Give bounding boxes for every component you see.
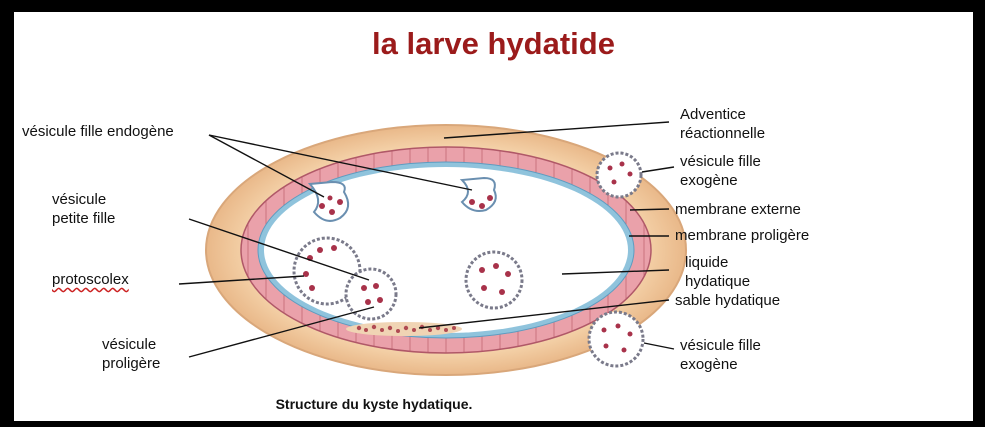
label-line: vésicule <box>102 335 160 354</box>
label-vesicule-fille-endogene: vésicule fille endogène <box>22 122 174 141</box>
label-line: liquide <box>685 253 750 272</box>
label-adventice: Adventice réactionnelle <box>680 105 765 143</box>
label-membrane-proligere: membrane proligère <box>675 226 809 245</box>
sable-hydatique-deposit <box>346 322 462 336</box>
label-protoscolex: protoscolex <box>52 270 129 289</box>
label-vesicule-fille-exogene-top: vésicule fille exogène <box>680 152 761 190</box>
label-liquide-hydatique: liquide hydatique <box>685 253 750 291</box>
vesicule-fille-endogene-right <box>462 178 496 211</box>
label-vesicule-proligere: vésicule proligère <box>102 335 160 373</box>
label-vesicule-fille-exogene-bottom: vésicule fille exogène <box>680 336 761 374</box>
label-line: vésicule fille <box>680 336 761 355</box>
label-line: vésicule <box>52 190 115 209</box>
label-membrane-externe: membrane externe <box>675 200 801 219</box>
label-line: exogène <box>680 355 761 374</box>
vesicule-fille-interne-center <box>466 252 522 308</box>
label-vesicule-petite-fille: vésicule petite fille <box>52 190 115 228</box>
diagram-frame: la larve hydatide vésicule fille endogèn… <box>14 12 973 421</box>
label-line: exogène <box>680 171 761 190</box>
label-line: petite fille <box>52 209 115 228</box>
diagram-title: la larve hydatide <box>14 26 973 62</box>
label-line: proligère <box>102 354 160 373</box>
label-line: vésicule fille <box>680 152 761 171</box>
label-line: réactionnelle <box>680 124 765 143</box>
label-line: Adventice <box>680 105 765 124</box>
vesicule-fille-exogene-bottom <box>589 312 643 366</box>
label-line: hydatique <box>685 272 750 291</box>
label-sable-hydatique: sable hydatique <box>675 291 780 310</box>
vesicule-fille-exogene-top <box>597 153 641 197</box>
diagram-caption: Structure du kyste hydatique. <box>14 396 734 412</box>
